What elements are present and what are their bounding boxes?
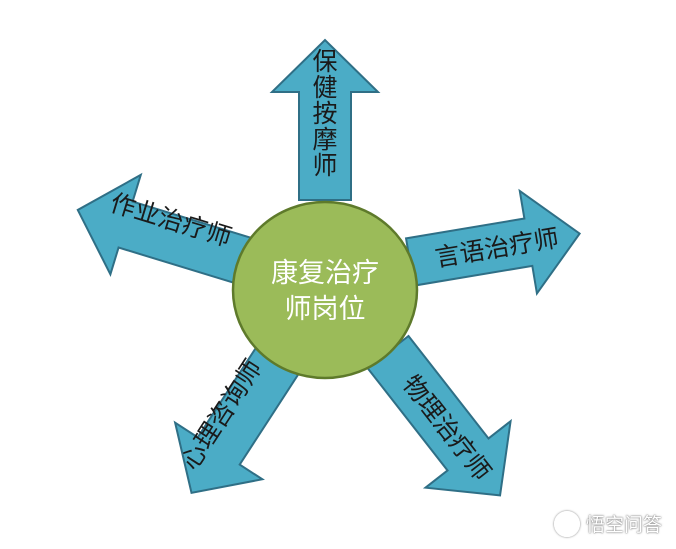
arrow-up-shape	[269, 38, 381, 201]
center-text-line2: 师岗位	[285, 294, 366, 325]
arrow-down-left-shape	[173, 337, 306, 495]
center-text-line1: 康复治疗	[271, 258, 379, 289]
arrow-label-up: 保健按摩师	[312, 47, 337, 180]
wukong-logo-icon	[553, 510, 580, 537]
watermark: 悟空问答	[553, 510, 662, 537]
arrow-right: 言语治疗师	[404, 188, 582, 297]
watermark-text: 悟空问答	[585, 514, 662, 536]
arrow-right-shape	[404, 188, 582, 297]
arrow-up: 保健按摩师	[269, 38, 381, 201]
center-circle	[231, 200, 419, 380]
center-node: 康复治疗 师岗位	[231, 200, 419, 380]
arrow-left-shape	[76, 172, 257, 287]
arrow-down-right-shape	[366, 334, 512, 497]
